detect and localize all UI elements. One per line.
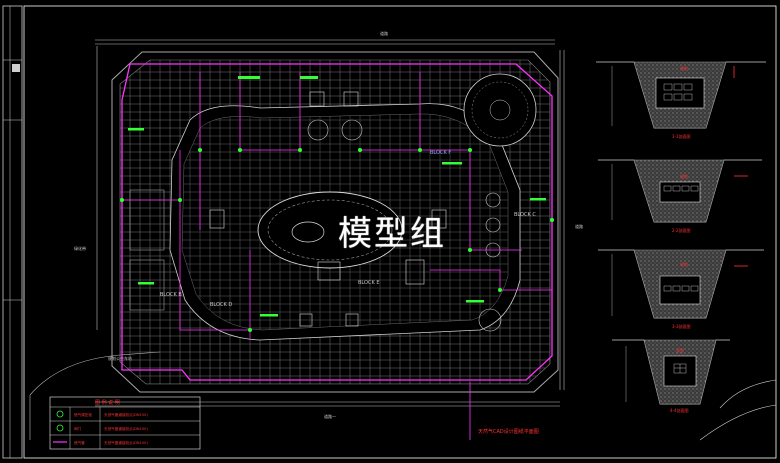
legend-regulator-icon [56, 410, 64, 418]
section-caption: 2-2剖面图 [672, 227, 691, 233]
legend-title: 图 例 说 明 [95, 399, 120, 406]
east-road-label: 道路 [575, 223, 583, 229]
legend-row-desc: 天然气管道接驳点(DN150) [104, 440, 148, 445]
block-label-f: BLOCK F [430, 150, 451, 156]
section-heading: 规划 [680, 173, 688, 179]
section-detail-2 [598, 159, 762, 223]
legend-row-desc: 天然气管道接驳点(DN150) [104, 412, 148, 417]
pipe-annotations [120, 76, 554, 332]
left-label-greenbelt: 绿化带 [74, 245, 86, 251]
section-caption: 3-3剖面图 [672, 323, 691, 329]
roads [29, 39, 565, 440]
section-heading: 规划 [680, 261, 688, 267]
section-heading: 规划 [676, 347, 684, 353]
drawing-frame [23, 5, 777, 459]
section-caption: 4-4剖面图 [670, 407, 689, 413]
section-detail-4 [612, 339, 777, 441]
section-detail-1 [596, 61, 766, 129]
north-road-label: 道路 [380, 30, 388, 36]
legend-row-name: 燃气管 [74, 440, 85, 445]
legend-table [49, 396, 201, 450]
watermark-text: 模型组 [338, 214, 446, 254]
legend-valve-icon [56, 424, 64, 432]
block-label-d: BLOCK D [210, 302, 232, 308]
legend-row-desc: 天然气管道接驳点(DN100) [104, 426, 148, 431]
section-details [596, 61, 777, 441]
section-detail-3 [598, 249, 764, 319]
section-caption: 1-1剖面图 [672, 133, 691, 139]
building-footprint [111, 51, 559, 393]
title-strip [2, 5, 23, 459]
block-label-b: BLOCK B [160, 292, 182, 298]
south-road-label: 道路一 [324, 413, 336, 419]
block-label-c: BLOCK C [514, 212, 536, 218]
legend-row-name: 燃气调压柜 [74, 412, 92, 417]
block-label-e: BLOCK E [358, 280, 380, 286]
section-heading: 规划 [680, 65, 688, 71]
legend-row-name: 阀门 [74, 426, 82, 431]
plan-title: 天然气CAD设计图纸平面图 [478, 428, 539, 435]
